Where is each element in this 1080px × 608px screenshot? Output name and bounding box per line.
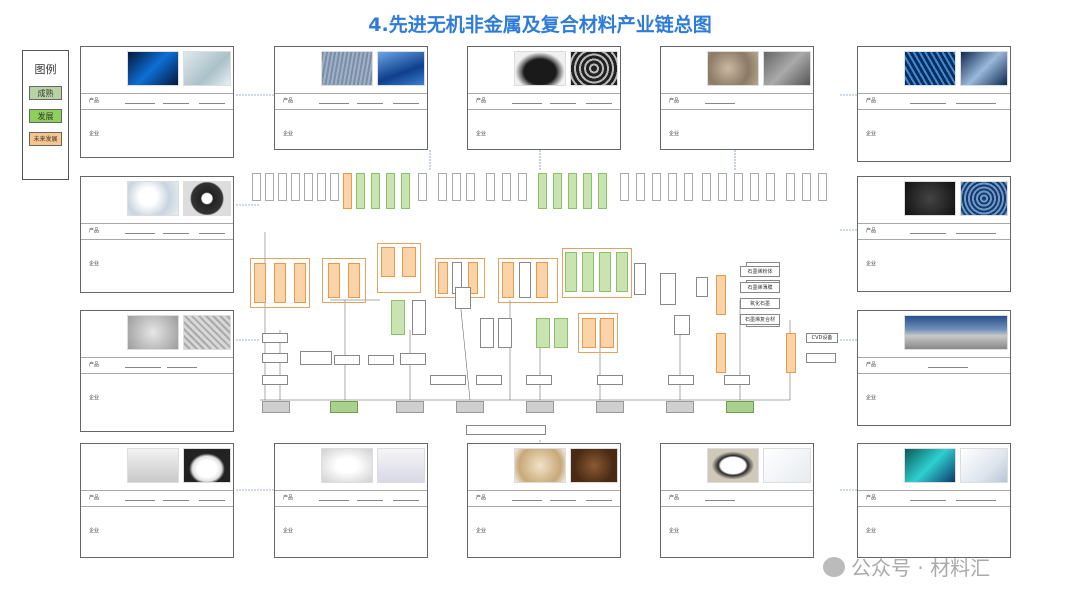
card-powder: 产品 企业 [80,310,234,432]
photo-ceramic-ring [183,181,231,216]
card-solar: 产品 企业 [274,46,428,150]
card-graphene-equipment: 产品 企业 [857,310,1011,426]
company-row: 企业 [81,109,233,159]
photo-ring [707,448,759,483]
photo-honeycomb [570,51,618,86]
graphene-film-label: 石墨烯薄膜 [740,282,780,293]
card-ceramics: 产品 企业 [80,176,234,293]
photo-carbon-powder [514,51,566,86]
photo-rollers [960,51,1008,86]
photo-film-clear [960,448,1008,483]
card-diatomite: 产品 企业 [274,443,428,558]
photo-optical-fiber [127,51,179,86]
photo-granules [570,448,618,483]
photo-white-powder [321,448,373,483]
photo-implant [514,448,566,483]
photo-glass [183,51,231,86]
photo-film-blue [904,448,956,483]
photo-graphene-lattice [960,181,1008,216]
legend-item-mature: 成熟 [29,86,62,100]
graphene-powder-label: 石墨烯粉体 [740,266,780,277]
photo-ore [707,51,759,86]
photo-ceramic-balls [127,181,179,216]
photo-wafer [321,51,373,86]
photo-cvd-equipment [904,315,1008,350]
photo-block [763,448,811,483]
page-title: 4.先进无机非金属及复合材料产业链总图 [368,14,712,36]
photo-powder [127,315,179,350]
wechat-icon [823,556,845,577]
legend-item-future: 未来发展 [29,132,62,146]
company-label: 企业 [89,131,100,137]
card-functional-ceramics: 产品 企业 [80,443,234,558]
card-graphite: 产品 企业 [660,46,814,150]
photo-dome [183,448,231,483]
graphite-oxide-label: 氧化石墨 [740,298,780,309]
photo-tubes [127,448,179,483]
watermark-text: 公众号 · 材料汇 [851,556,991,580]
card-bio-ceramics: 产品 企业 [467,443,621,558]
industry-chain-diagram [240,165,840,440]
legend: 图例 成熟 发展 未来发展 [22,50,69,180]
watermark: 公众号 · 材料汇 [823,552,990,581]
cvd-equipment-label: CVD设备 [806,333,838,343]
photo-fiber [183,315,231,350]
product-label: 产品 [89,98,100,104]
card-carbon: 产品 企业 [467,46,621,150]
graphene-composite-label: 石墨烯复合材 [740,314,780,325]
card-graphene-material: 产品 企业 [857,176,1011,292]
card-aerogel: 产品 企业 [660,443,814,558]
legend-title: 图例 [34,63,57,76]
product-row: 产品 [81,93,233,106]
card-graphene-composite: 产品 企业 [857,46,1011,162]
photo-graphene-black [904,181,956,216]
card-optical-fiber: 产品 企业 [80,46,234,158]
card-graphene-film: 产品 企业 [857,443,1011,558]
photo-graphene-mesh [904,51,956,86]
legend-item-developing: 发展 [29,109,62,123]
photo-graphite-bar [763,51,811,86]
photo-solar-panel [377,51,425,86]
photo-bag [377,448,425,483]
